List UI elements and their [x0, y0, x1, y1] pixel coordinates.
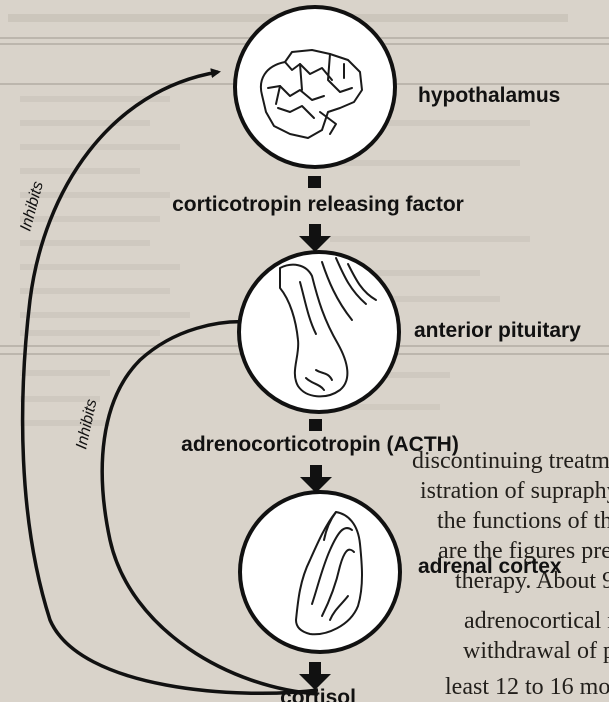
body-text-line: istration of supraphysiological doses of… [420, 478, 609, 504]
cortisol-label: cortisol [280, 686, 356, 702]
hypothalamus-label: hypothalamus [418, 84, 560, 107]
connector-square [308, 176, 321, 188]
body-text-line: least 12 to 16 months must elapse before… [445, 674, 609, 700]
acth-label: adrenocorticotropin (ACTH) [181, 433, 459, 456]
adrenal-cortex-circle [240, 492, 400, 652]
connector-square [309, 419, 322, 431]
body-text-line: adrenocortical response to return to nor… [464, 608, 609, 634]
inhibits-label: Inhibits [17, 180, 47, 233]
down-arrow [300, 465, 332, 493]
body-text-line: withdrawal of prolonged doses of glucoco… [463, 638, 609, 664]
down-arrow [299, 224, 331, 252]
hypothalamus-circle [235, 7, 395, 167]
anterior-pituitary-circle [239, 252, 399, 412]
adrenal-cortex-label: adrenal cortex [418, 555, 562, 578]
hypothalamus-node: hypothalamus [235, 7, 560, 167]
body-text-line: the functions of the hypothalamus and pi… [437, 508, 609, 534]
anterior-pituitary-label: anterior pituitary [414, 319, 581, 342]
crf-label: corticotropin releasing factor [172, 193, 464, 216]
